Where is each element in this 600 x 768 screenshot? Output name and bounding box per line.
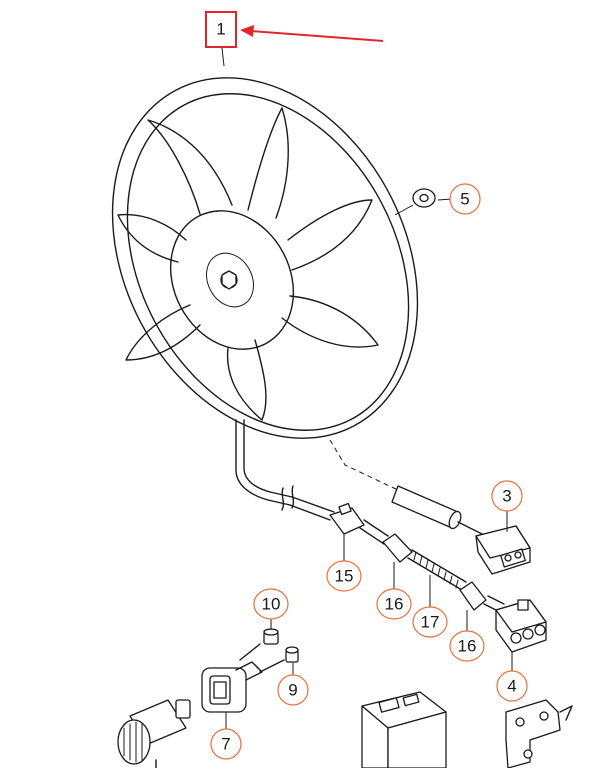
callout-16-lower[interactable]: 16 bbox=[449, 630, 485, 662]
callout-1[interactable]: 1 bbox=[205, 11, 237, 48]
connector-housing-4 bbox=[495, 599, 547, 653]
callout-label-16-lower: 16 bbox=[458, 637, 477, 656]
highlight-box bbox=[205, 11, 237, 48]
callout-label-16-upper: 16 bbox=[385, 595, 404, 614]
callout-label-17: 17 bbox=[421, 613, 440, 632]
hidden-cable-line bbox=[329, 439, 399, 491]
callout-10[interactable]: 10 bbox=[253, 588, 289, 620]
callout-9[interactable]: 9 bbox=[277, 674, 309, 706]
callout-label-15: 15 bbox=[335, 567, 354, 586]
callout-17[interactable]: 17 bbox=[412, 606, 448, 638]
sensor-lead bbox=[391, 485, 485, 536]
callout-label-4: 4 bbox=[507, 677, 516, 696]
callout-5[interactable]: 5 bbox=[449, 183, 481, 215]
wiring-harness bbox=[289, 496, 505, 613]
callout-15[interactable]: 15 bbox=[326, 560, 362, 592]
connector-housing-7 bbox=[201, 661, 263, 713]
callout-16-upper[interactable]: 16 bbox=[376, 588, 412, 620]
radiator-fan bbox=[111, 77, 419, 511]
relay-box bbox=[361, 691, 447, 768]
callout-label-3: 3 bbox=[502, 487, 511, 506]
callout-label-7: 7 bbox=[221, 735, 230, 754]
callout-4[interactable]: 4 bbox=[496, 670, 528, 702]
washer-part bbox=[394, 188, 436, 216]
highlight-arrow bbox=[240, 25, 384, 42]
terminal-pins bbox=[239, 628, 299, 673]
thermo-switch bbox=[117, 699, 191, 768]
connector-housing-3 bbox=[475, 525, 531, 575]
callout-label-1: 1 bbox=[216, 20, 225, 39]
callout-7[interactable]: 7 bbox=[210, 728, 242, 760]
callout-3[interactable]: 3 bbox=[491, 480, 523, 512]
callout-label-5: 5 bbox=[460, 190, 469, 209]
mounting-bracket bbox=[505, 699, 573, 768]
callout-label-10: 10 bbox=[262, 595, 281, 614]
callout-label-9: 9 bbox=[288, 681, 297, 700]
